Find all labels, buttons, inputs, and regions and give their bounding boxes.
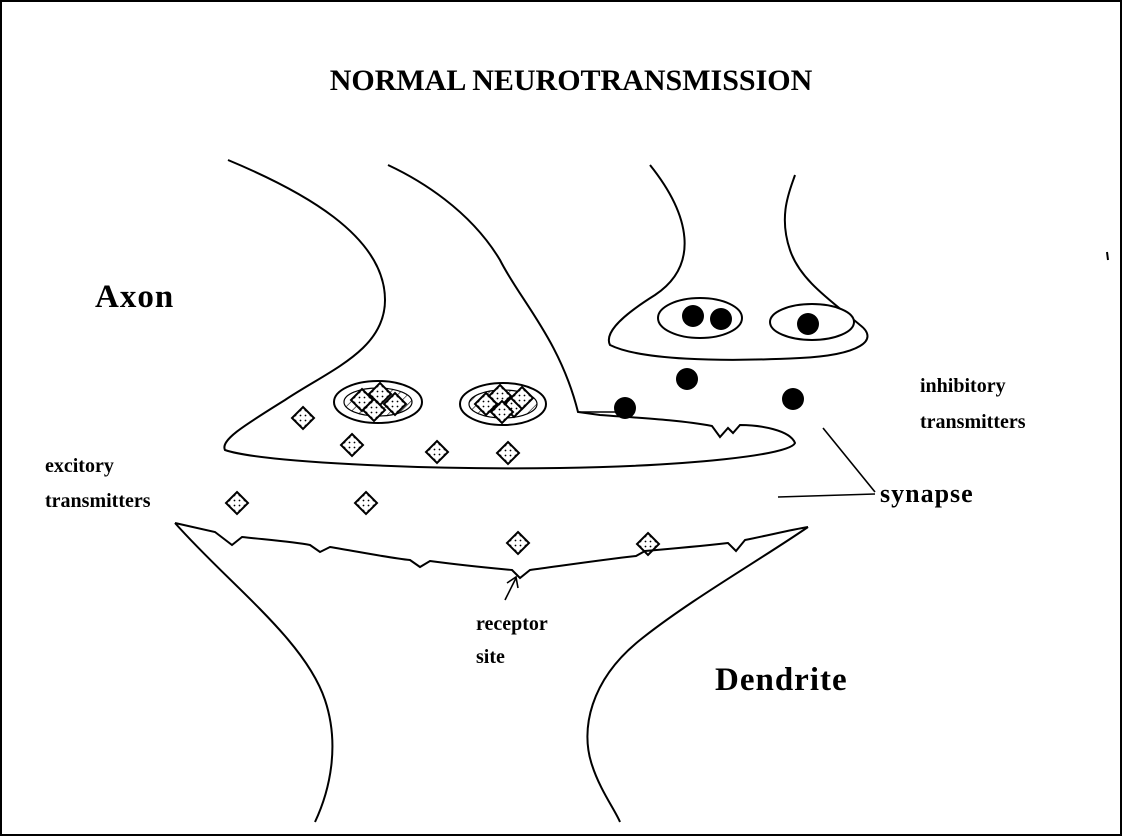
excitatory-transmitters-cleft (226, 492, 659, 555)
inhibitory-vesicle-2 (770, 304, 854, 340)
axon-label: Axon (95, 279, 174, 315)
dendrite-outline (175, 523, 332, 822)
stray-mark (1107, 252, 1108, 260)
inhibitory-label-line2: transmitters (920, 411, 1026, 433)
inhibitory-vesicle-1 (658, 298, 742, 338)
inhibitory-transmitters (614, 368, 804, 419)
excitatory-vesicle-1 (334, 381, 422, 423)
excitory-label-line1: excitory (45, 455, 114, 477)
synapse-label: synapse (880, 479, 974, 508)
postsynaptic-membrane (175, 523, 808, 578)
receptor-site-arrow (505, 577, 518, 600)
diagram-title: NORMAL NEUROTRANSMISSION (330, 64, 813, 97)
receptor-label-line2: site (476, 646, 505, 668)
synapse-pointer-lower (778, 494, 875, 497)
synapse-pointer-upper (823, 428, 875, 492)
inhibitory-label-line1: inhibitory (920, 375, 1006, 397)
excitory-label-line2: transmitters (45, 490, 151, 512)
excitatory-vesicle-2 (460, 383, 546, 425)
receptor-label-line1: receptor (476, 613, 548, 635)
dendrite-label: Dendrite (715, 662, 848, 698)
